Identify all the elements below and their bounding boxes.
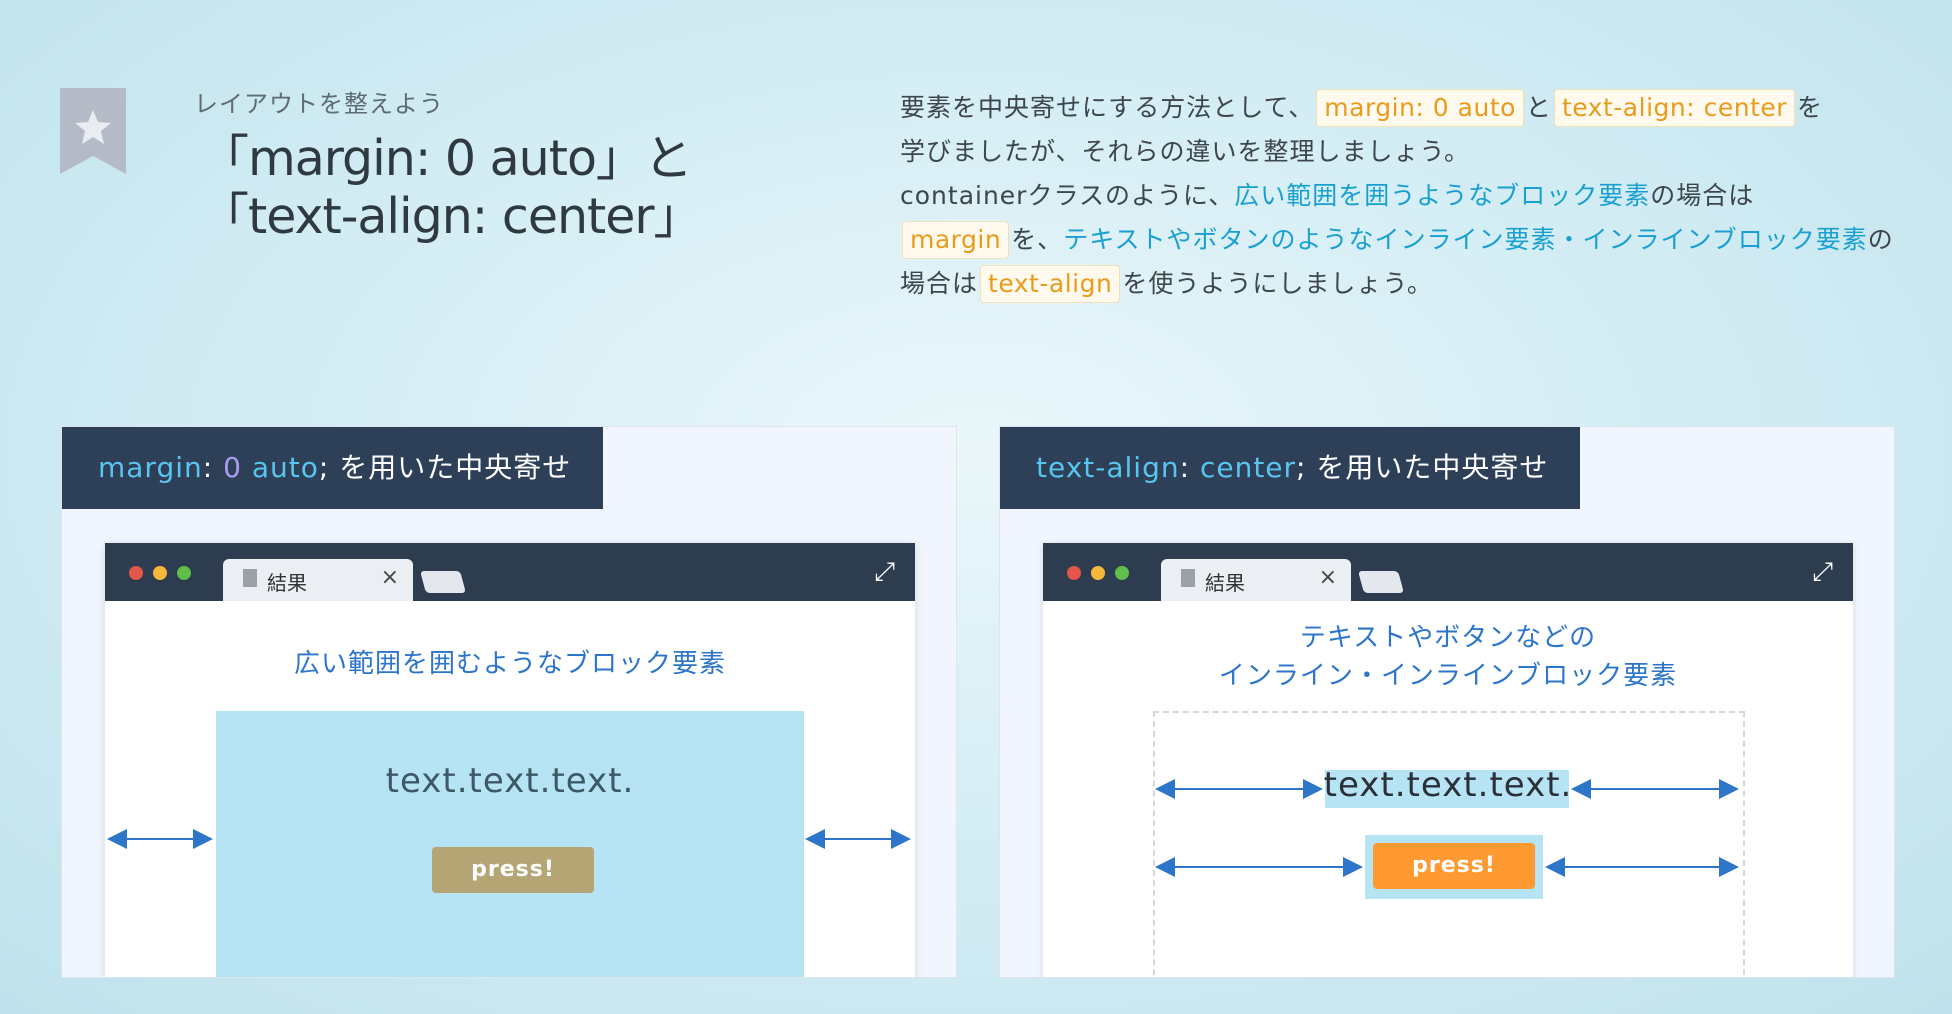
caption-line-2: インライン・インラインブロック要素	[1218, 661, 1678, 691]
desc-highlight-inline: テキストやボタンのようなインライン要素・インラインブロック要素	[1063, 225, 1868, 254]
tab-label: 結果	[267, 571, 307, 595]
panel-label: text-align: center; を用いた中央寄せ	[1000, 427, 1581, 509]
close-icon[interactable]: ×	[1318, 565, 1337, 590]
code-text-align: text-align	[980, 265, 1121, 303]
close-dot[interactable]	[1067, 566, 1081, 580]
maximize-dot[interactable]	[1115, 566, 1129, 580]
browser-window: 結果 × ⤢ 広い範囲を囲むようなブロック要素 text.text.text. …	[105, 543, 915, 977]
press-button[interactable]: press!	[1373, 843, 1535, 889]
sample-text: text.text.text.	[1323, 765, 1573, 805]
minimize-dot[interactable]	[153, 566, 167, 580]
label-rest: ; を用いた中央寄せ	[318, 451, 572, 484]
desc-text: の場合は	[1650, 181, 1755, 210]
caption-line-1: テキストやボタンなどの	[1299, 623, 1597, 653]
code-text-align-center: text-align: center	[1553, 89, 1796, 127]
desc-text: の場合は	[900, 225, 1894, 298]
code-margin: margin	[902, 221, 1010, 259]
label-property: margin	[98, 451, 203, 484]
text-align-center-panel: text-align: center; を用いた中央寄せ 結果 × ⤢ テキスト…	[999, 426, 1895, 978]
close-icon[interactable]: ×	[380, 565, 399, 590]
page-title: 「margin: 0 auto」と 「text-align: center」	[200, 130, 703, 246]
label-colon: :	[1179, 451, 1191, 484]
desc-text: と	[1525, 93, 1552, 122]
press-button[interactable]: press!	[432, 847, 594, 893]
minimize-dot[interactable]	[1091, 566, 1105, 580]
label-rest: ; を用いた中央寄せ	[1296, 451, 1549, 484]
desc-text: 学びましたが、それらの違いを整理しましょう。	[900, 137, 1471, 166]
double-arrow-icon	[107, 829, 911, 849]
desc-text: containerクラスのように、	[900, 181, 1235, 210]
block-container: text.text.text. press!	[216, 711, 804, 977]
code-margin-auto: margin: 0 auto	[1316, 89, 1524, 127]
label-value: center	[1199, 451, 1297, 484]
inline-container	[1153, 711, 1745, 977]
expand-icon[interactable]: ⤢	[874, 557, 895, 587]
close-dot[interactable]	[129, 566, 143, 580]
browser-chrome: 結果 × ⤢	[1043, 543, 1853, 601]
browser-chrome: 結果 × ⤢	[105, 543, 915, 601]
star-bookmark-icon	[60, 88, 126, 174]
browser-window: 結果 × ⤢ テキストやボタンなどの インライン・インラインブロック要素 tex…	[1043, 543, 1853, 977]
tab-label: 結果	[1205, 571, 1245, 595]
maximize-dot[interactable]	[177, 566, 191, 580]
label-colon: :	[202, 451, 214, 484]
tab-result[interactable]: 結果 ×	[1161, 559, 1351, 601]
double-arrow-icon	[1155, 779, 1739, 877]
desc-highlight-block: 広い範囲を囲うようなブロック要素	[1234, 181, 1651, 210]
document-icon	[243, 569, 257, 587]
section-subtitle: レイアウトを整えよう	[194, 90, 444, 118]
tab-result[interactable]: 結果 ×	[223, 559, 413, 601]
label-number: 0	[223, 451, 242, 484]
desc-text: 要素を中央寄せにする方法として、	[900, 93, 1315, 122]
document-icon	[1181, 569, 1195, 587]
desc-text: を使うようにしましょう。	[1122, 269, 1433, 298]
label-value: auto	[251, 451, 319, 484]
label-property: text-align	[1036, 451, 1180, 484]
margin-auto-panel: margin: 0 auto; を用いた中央寄せ 結果 × ⤢ 広い範囲を囲むよ…	[61, 426, 957, 978]
desc-text: を	[1797, 93, 1824, 122]
caption: テキストやボタンなどの インライン・インラインブロック要素	[1043, 619, 1853, 695]
sample-text: text.text.text.	[385, 761, 635, 801]
title-line-2: 「text-align: center」	[200, 188, 703, 245]
title-line-1: 「margin: 0 auto」と	[200, 130, 693, 187]
text-highlight	[1325, 770, 1569, 808]
caption: 広い範囲を囲むようなブロック要素	[293, 649, 726, 679]
panel-label: margin: 0 auto; を用いた中央寄せ	[62, 427, 604, 509]
expand-icon[interactable]: ⤢	[1812, 557, 1833, 587]
desc-text: を、	[1011, 225, 1064, 254]
